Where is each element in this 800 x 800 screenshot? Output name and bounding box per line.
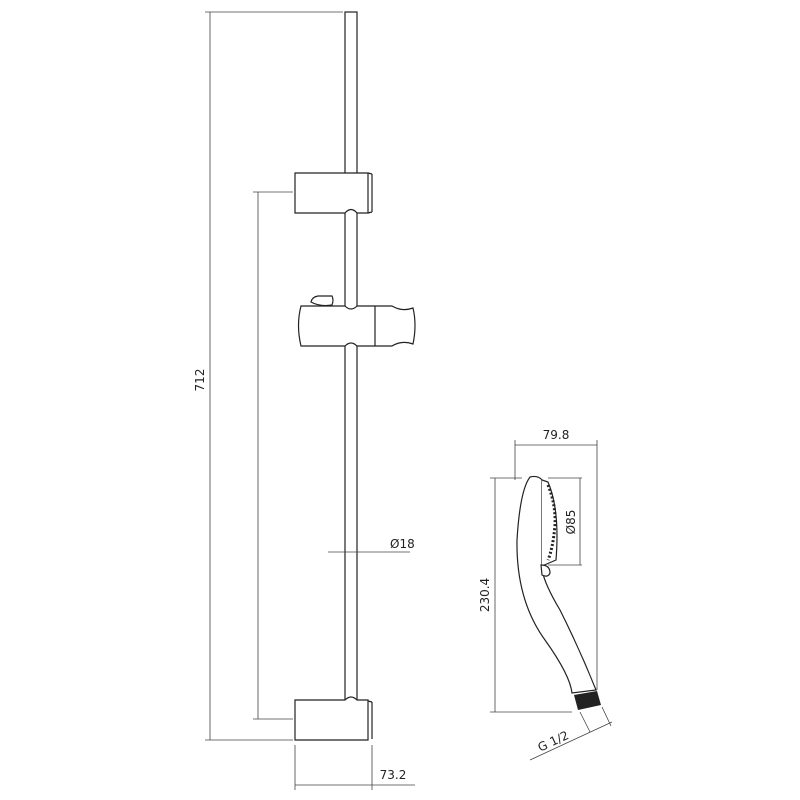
top-wall-bracket [294,172,369,214]
hand-shower-body [516,475,597,694]
slide-rail [294,11,416,741]
dimension-rail-diameter: Ø18 [328,537,415,553]
dim-label-73-2: 73.2 [380,768,407,782]
dim-label-712: 712 [193,369,207,392]
dim-label-79-8: 79.8 [543,428,570,442]
dim-label-230-4: 230.4 [478,578,492,612]
dimension-thread: G 1/2 [529,706,613,761]
dimension-73-2: 73.2 [294,745,415,790]
dimension-79-8: 79.8 [514,428,598,690]
dimension-230-4: 230.4 [478,477,572,713]
hand-shower [516,475,601,710]
threaded-connector [574,691,601,710]
mode-button [540,564,551,577]
dimension-85: Ø85 [548,477,582,566]
dim-label-g-1-2: G 1/2 [536,728,571,754]
dimension-712: 712 [193,11,343,741]
bottom-wall-bracket [294,696,369,741]
slider-holder [297,305,416,347]
spray-nozzles [546,484,557,561]
dim-label-18: Ø18 [390,537,415,551]
dim-label-85: Ø85 [564,510,578,535]
slider-button [310,295,334,307]
rail-rod [344,11,358,713]
dimension-bracket-spacing [253,191,293,720]
